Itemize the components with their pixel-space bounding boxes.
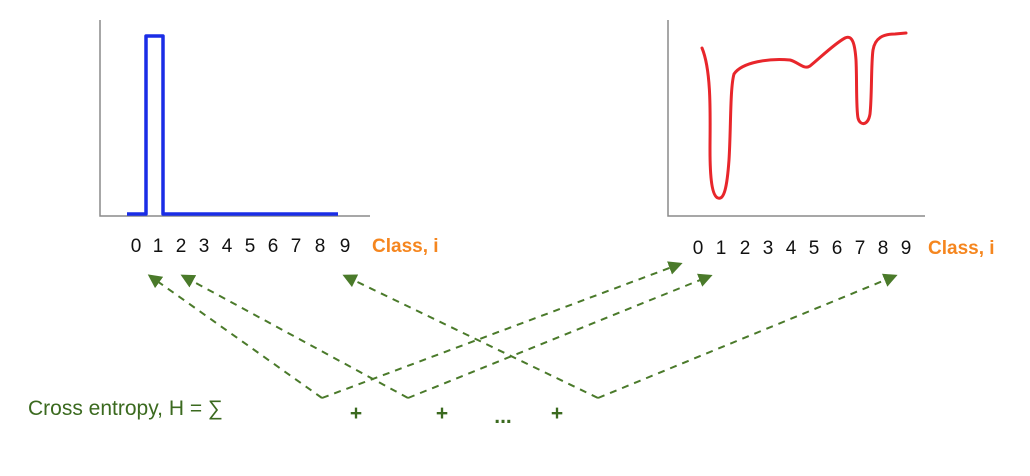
left-tick-label-6: 6 [268, 236, 279, 257]
right-tick-label-5: 5 [809, 238, 820, 259]
left-tick-label-0: 0 [131, 236, 142, 257]
arrow-to-right-class-0 [321, 261, 683, 399]
left-chart-axes [99, 20, 370, 217]
right-tick-label-9: 9 [901, 238, 912, 259]
connector-arrows [147, 261, 898, 399]
left-tick-label-4: 4 [222, 236, 233, 257]
arrow-to-left-class-0 [147, 274, 323, 399]
left-tick-label-1: 1 [153, 236, 164, 257]
right-tick-label-3: 3 [763, 238, 774, 259]
right-chart-xlabel: Class, i [928, 238, 995, 259]
left-chart-xlabel: Class, i [372, 236, 439, 257]
left-chart-series-line [127, 34, 338, 216]
right-tick-label-7: 7 [855, 238, 866, 259]
right-chart-series-line [700, 31, 908, 200]
right-chart-axes [667, 20, 925, 217]
left-chart: 0 1 2 3 4 5 6 7 8 9 Class, i [99, 20, 439, 257]
left-tick-label-2: 2 [176, 236, 187, 257]
arrow-to-left-class-9 [342, 274, 599, 399]
right-tick-label-0: 0 [693, 238, 704, 259]
right-tick-label-8: 8 [878, 238, 889, 259]
formula-term-ellipsis: ... [494, 405, 512, 428]
arrow-to-right-class-1 [407, 273, 713, 399]
left-tick-label-7: 7 [291, 236, 302, 257]
left-chart-tick-labels: 0 1 2 3 4 5 6 7 8 9 [131, 236, 351, 257]
left-tick-label-8: 8 [315, 236, 326, 257]
left-tick-label-9: 9 [340, 236, 351, 257]
left-tick-label-5: 5 [245, 236, 256, 257]
formula-text: Cross entropy, H = ∑ [28, 397, 223, 420]
right-tick-label-6: 6 [832, 238, 843, 259]
right-chart-tick-labels: 0 1 2 3 4 5 6 7 8 9 [693, 238, 912, 259]
right-tick-label-4: 4 [786, 238, 797, 259]
arrow-to-right-class-9 [597, 273, 898, 399]
cross-entropy-formula: Cross entropy, H = ∑ + + ... + [28, 397, 563, 428]
right-tick-label-1: 1 [716, 238, 727, 259]
right-tick-label-2: 2 [740, 238, 751, 259]
formula-term-plus-1: + [350, 402, 362, 425]
formula-term-plus-2: + [436, 402, 448, 425]
formula-term-plus-3: + [551, 402, 563, 425]
left-tick-label-3: 3 [199, 236, 210, 257]
right-chart: 0 1 2 3 4 5 6 7 8 9 Class, i [667, 20, 995, 259]
arrow-to-left-class-1 [180, 274, 409, 399]
